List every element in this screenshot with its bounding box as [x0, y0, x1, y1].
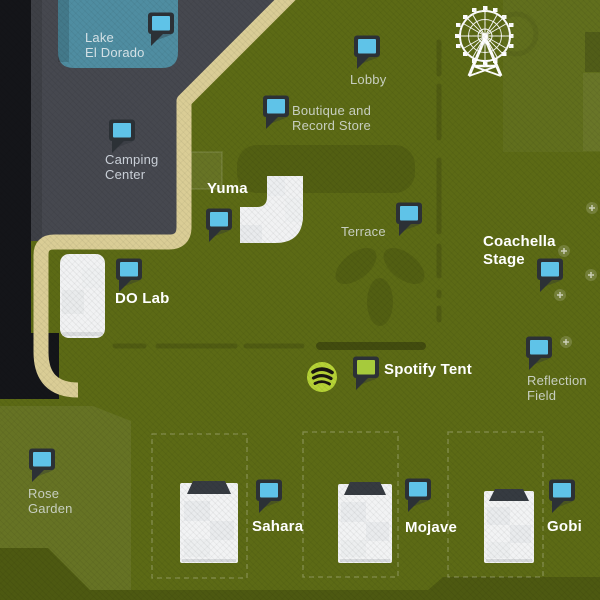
map-pin-icon — [256, 479, 282, 513]
map-pin-icon — [526, 336, 552, 370]
sahara-plot — [151, 433, 248, 579]
yuma-building[interactable] — [240, 176, 303, 243]
expand-icon[interactable] — [560, 336, 572, 348]
terrace-clover-icon — [335, 248, 425, 326]
spotify-tent-pin[interactable] — [352, 356, 380, 392]
gobi-pin[interactable] — [548, 479, 576, 515]
spotify-icon[interactable] — [307, 362, 337, 392]
map-pin-icon — [549, 479, 575, 513]
map-pin-icon — [109, 119, 135, 153]
roads — [112, 39, 442, 350]
do-lab-label: DO Lab — [115, 290, 170, 307]
lake-el-dorado-label: Lake El Dorado — [85, 30, 145, 61]
map-pin-icon — [206, 208, 232, 242]
mojave-label: Mojave — [405, 519, 458, 536]
map-pin-icon — [537, 258, 563, 292]
expand-icon[interactable] — [558, 245, 570, 257]
map-pin-icon — [405, 478, 431, 512]
reflection-field-label: Reflection Field — [527, 373, 587, 404]
gobi-tent-building[interactable] — [484, 489, 534, 563]
bottom-dark-zone — [0, 548, 600, 600]
expand-buttons — [554, 202, 598, 348]
yuma-pin[interactable] — [205, 208, 233, 244]
tent-plots — [151, 431, 544, 579]
sahara-tent-building[interactable] — [180, 481, 238, 563]
small-plaza-square — [190, 151, 223, 190]
gobi-label: Gobi — [547, 518, 582, 535]
lobby-label: Lobby — [350, 72, 387, 87]
sahara-pin[interactable] — [255, 479, 283, 515]
yuma-label: Yuma — [207, 180, 248, 197]
tan-path — [33, 0, 296, 398]
reflection-field-pin[interactable] — [525, 336, 553, 372]
map-pin-icon — [396, 202, 422, 236]
coachella-stage-pin[interactable] — [536, 258, 564, 294]
offmap-black-zone — [0, 0, 59, 399]
terrace-label: Terrace — [341, 224, 386, 239]
lobby-pin[interactable] — [353, 35, 381, 71]
do-lab-building[interactable] — [60, 254, 105, 338]
rose-garden-label: Rose Garden — [28, 486, 73, 517]
sahara-label: Sahara — [252, 518, 304, 535]
camping-center-label: Camping Center — [105, 152, 159, 183]
ferris-wheel-icon — [455, 6, 514, 77]
map-pin-icon — [354, 35, 380, 69]
expand-icon[interactable] — [586, 202, 598, 214]
dark-bar — [316, 342, 426, 350]
expand-icon[interactable] — [585, 269, 597, 281]
map-pin-icon — [116, 258, 142, 292]
map-pin-icon — [263, 95, 289, 129]
gobi-plot — [447, 431, 544, 578]
map-pin-icon — [353, 356, 379, 390]
boutique-and-record-store-label: Boutique and Record Store — [292, 103, 372, 134]
lake-el-dorado-pin[interactable] — [147, 12, 175, 48]
spotify-tent-label: Spotify Tent — [384, 361, 472, 378]
mojave-tent-building[interactable] — [338, 482, 392, 563]
map-pin-icon — [148, 12, 174, 46]
mojave-pin[interactable] — [404, 478, 432, 514]
map-pin-icon — [29, 448, 55, 482]
rose-garden-pin[interactable] — [28, 448, 56, 484]
mojave-plot — [302, 431, 399, 578]
camping-center-pin[interactable] — [108, 119, 136, 155]
boutique-and-record-store-pin[interactable] — [262, 95, 290, 131]
do-lab-pin[interactable] — [115, 258, 143, 294]
terrace-pin[interactable] — [395, 202, 423, 238]
coachella-stage-label: Coachella Stage — [483, 233, 556, 269]
expand-icon[interactable] — [554, 289, 566, 301]
